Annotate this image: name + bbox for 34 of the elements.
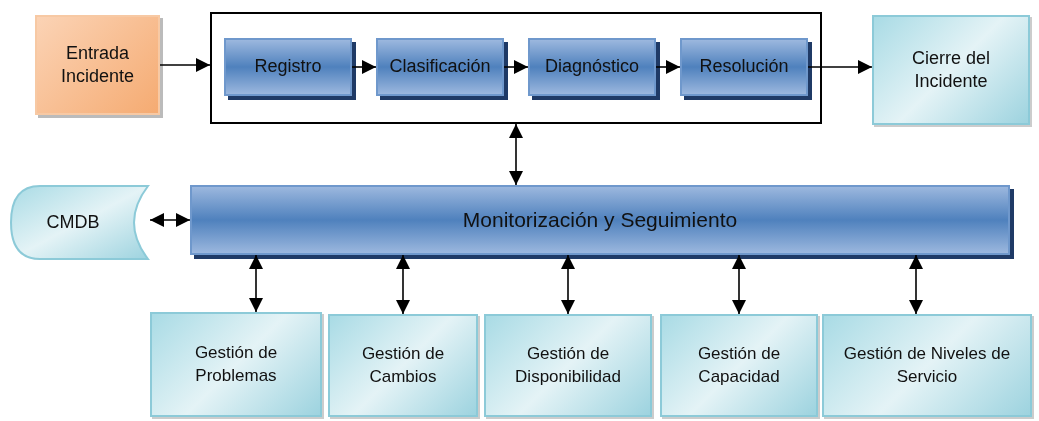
box-label: Gestión de Problemas [193,342,279,387]
database-shape [10,185,150,260]
arrow [396,254,410,315]
arrow [909,254,923,315]
process-box [822,314,1032,417]
process-box [872,15,1030,125]
arrow [561,254,575,315]
box-label: Entrada Incidente [59,41,136,88]
box-label: Gestión de Cambios [360,343,446,388]
arrow [655,60,681,74]
process-box [150,312,322,417]
process-box [35,15,160,115]
process-box [328,314,478,417]
box-label: Gestión de Disponibilidad [514,343,622,388]
box-label: Gestión de Niveles de Servicio [842,343,1012,388]
box-label: Gestión de Capacidad [696,343,782,388]
arrow [807,60,873,74]
box-label: CMDB [46,210,101,234]
box-label: Diagnóstico [544,55,640,79]
box-label: Cierre del Incidente [911,46,991,93]
heading: Monitorización y Seguimiento [462,207,738,234]
arrow [732,254,746,315]
arrow [503,60,529,74]
arrow [149,213,191,227]
arrow [249,254,263,313]
box-label: Resolución [699,55,789,79]
box-label: Clasificación [389,55,491,79]
group-box [210,12,822,124]
process-box [484,314,652,417]
arrow [509,123,523,186]
box-label: Registro [254,55,322,79]
arrow [159,58,211,72]
process-box [660,314,818,417]
arrow [351,60,377,74]
